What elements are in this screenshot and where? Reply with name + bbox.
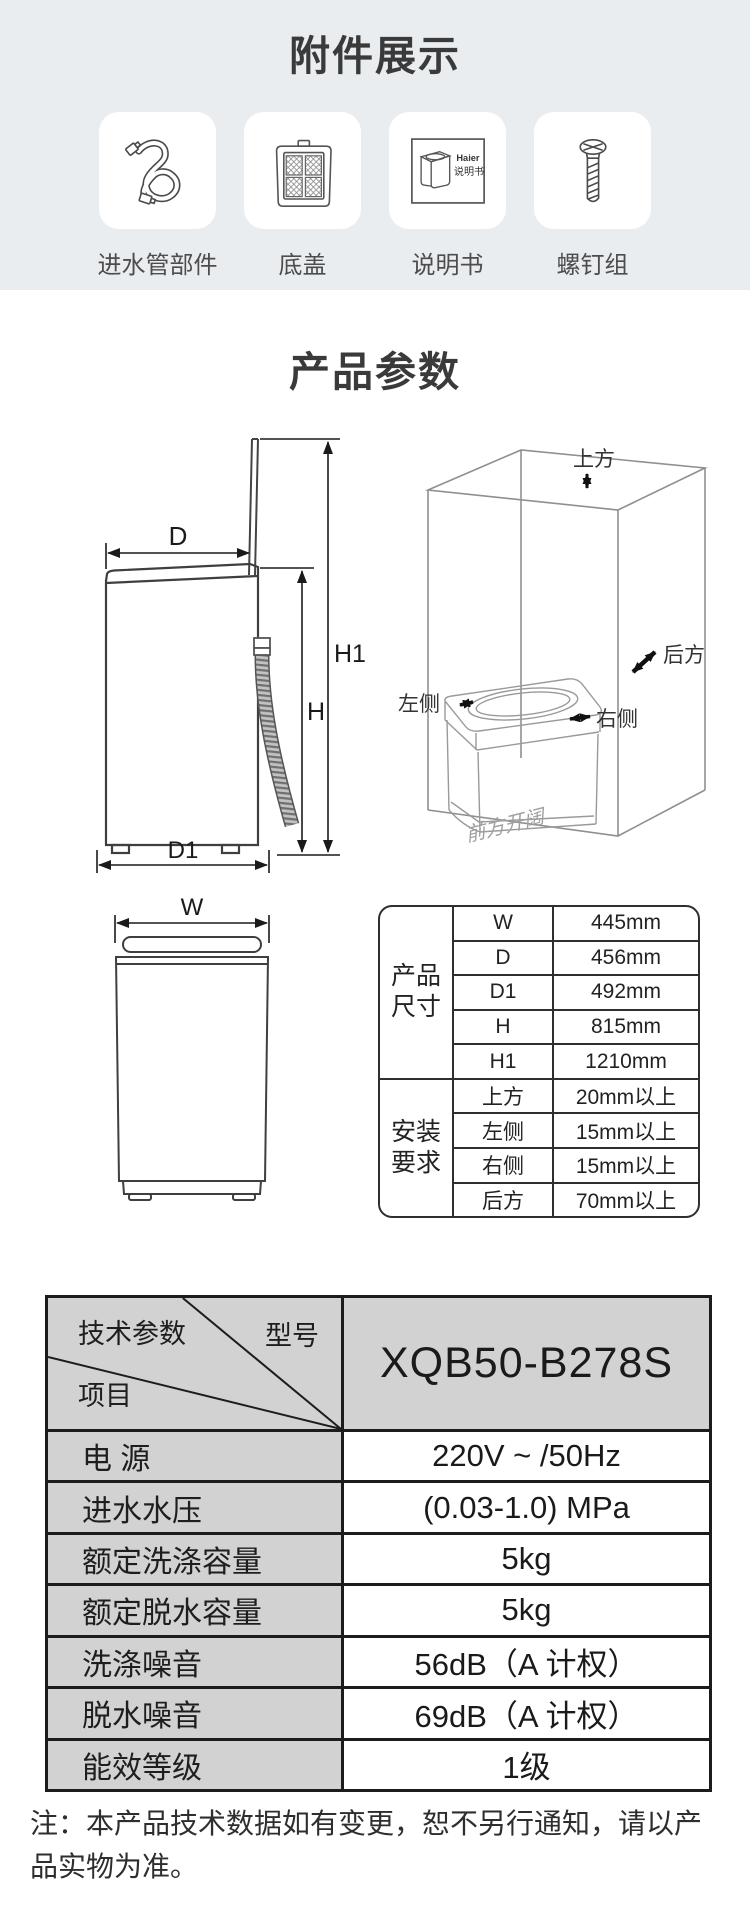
dim-label-w: W xyxy=(181,894,204,921)
dim-label-h: H xyxy=(307,698,325,726)
dimensions-table-rows: W 445mm D 456mm D1 492mm H 815mm H1 1210… xyxy=(452,907,698,1216)
accessory-card xyxy=(534,112,651,229)
table-row: 电 源 220V ~ /50Hz xyxy=(48,1432,709,1484)
accessory-label: 螺钉组 xyxy=(556,252,629,279)
dims-key: H1 xyxy=(454,1045,554,1078)
table-row: 左侧 15mm以上 xyxy=(454,1114,698,1149)
corner-label-model: 型号 xyxy=(265,1321,319,1351)
spec-label: 电 源 xyxy=(48,1432,344,1481)
table-row: 额定洗涤容量 5kg xyxy=(48,1534,709,1587)
clearance-label-left: 左侧 xyxy=(398,693,440,716)
dims-value: 70mm以上 xyxy=(575,1189,677,1213)
table-row: 洗涤噪音 56dB（A 计权） xyxy=(48,1637,709,1690)
clearance-label-back: 后方 xyxy=(663,644,705,667)
dim-label-h1: H1 xyxy=(334,640,366,668)
accessory-item-bottom-cover: 底盖 xyxy=(244,112,361,280)
manual-icon: Haier 说明书 xyxy=(410,137,485,204)
corner-diagonal-lines xyxy=(48,1298,341,1429)
accessory-item-manual: Haier 说明书 说明书 xyxy=(389,112,506,280)
clearance-3d-diagram: 上方 后方 左侧 右侧 前方开阔 xyxy=(398,448,708,847)
dims-value: 815mm xyxy=(590,1014,662,1038)
manual-brand-text: Haier xyxy=(456,152,480,162)
accessory-card xyxy=(244,112,361,229)
spec-table-header: 技术参数 型号 项目 XQB50-B278S xyxy=(48,1298,709,1432)
clearance-label-front: 前方开阔 xyxy=(467,804,546,847)
manual-doc-text: 说明书 xyxy=(453,165,483,178)
dims-key: W xyxy=(454,907,554,940)
accessory-card xyxy=(99,112,216,229)
parameters-title: 产品参数 xyxy=(289,349,461,395)
spec-value: 5kg xyxy=(501,1592,552,1628)
table-row: W 445mm xyxy=(454,907,698,942)
dim-label-d: D xyxy=(169,521,188,551)
clearance-label-right: 右侧 xyxy=(596,708,638,731)
dims-key: D1 xyxy=(454,976,554,1009)
footnote: 注：本产品技术数据如有变更，恕不另行通知，请以产品实物为准。 xyxy=(30,1808,703,1883)
dims-key: 上方 xyxy=(454,1079,554,1113)
spec-value: 56dB（A 计权） xyxy=(414,1647,639,1683)
side-view-diagram: D H1 H D1 xyxy=(96,438,366,873)
table-row: 能效等级 1级 xyxy=(48,1740,709,1789)
dims-value: 15mm以上 xyxy=(575,1120,677,1144)
dims-value: 20mm以上 xyxy=(575,1086,677,1110)
dims-group-install-req: 安装 要求 xyxy=(390,1117,441,1177)
table-row: 进水水压 (0.03-1.0) MPa xyxy=(48,1483,709,1535)
front-view-diagram: W xyxy=(114,894,270,1201)
dims-key: D xyxy=(454,941,554,975)
spec-label: 能效等级 xyxy=(48,1740,344,1789)
table-row: 右侧 15mm以上 xyxy=(454,1148,698,1184)
accessories-section: 附件展示 xyxy=(0,0,750,290)
table-row: D 456mm xyxy=(454,941,698,977)
dims-key: 左侧 xyxy=(454,1114,554,1147)
spec-label: 脱水噪音 xyxy=(48,1689,344,1738)
inlet-hose-icon xyxy=(124,139,180,205)
table-row: 后方 70mm以上 xyxy=(454,1183,698,1216)
accessories-card-row: 进水管部件 xyxy=(0,112,750,280)
spec-value: 220V ~ /50Hz xyxy=(432,1438,621,1474)
dims-key: 右侧 xyxy=(454,1148,554,1182)
dims-group-product-size: 产品 尺寸 xyxy=(380,907,452,1080)
accessory-label: 说明书 xyxy=(411,252,484,279)
spec-value: (0.03-1.0) MPa xyxy=(423,1489,630,1525)
table-row: H1 1210mm xyxy=(454,1045,698,1080)
accessory-label: 底盖 xyxy=(278,252,327,279)
dimensions-table-groups: 产品 尺寸 安装 要求 xyxy=(380,907,452,1216)
bottom-cover-icon xyxy=(275,139,332,207)
accessory-label: 进水管部件 xyxy=(97,252,218,279)
dims-value: 1210mm xyxy=(585,1049,667,1073)
spec-label: 额定洗涤容量 xyxy=(48,1534,344,1584)
corner-label-item: 项目 xyxy=(78,1381,132,1411)
table-row: 脱水噪音 69dB（A 计权） xyxy=(48,1689,709,1741)
dims-value: 456mm xyxy=(590,945,662,969)
table-row: H 815mm xyxy=(454,1010,698,1046)
dimensions-table: 产品 尺寸 安装 要求 W 445mm D 456mm D1 492mm H 8… xyxy=(378,905,700,1218)
accessory-item-inlet-hose: 进水管部件 xyxy=(97,112,218,280)
dims-key: 后方 xyxy=(454,1183,554,1216)
spec-table: 技术参数 型号 项目 XQB50-B278S 电 源 220V ~ /50Hz … xyxy=(45,1295,712,1792)
accessories-title: 附件展示 xyxy=(289,33,461,79)
table-row: 上方 20mm以上 xyxy=(454,1079,698,1115)
dims-key: H xyxy=(454,1010,554,1044)
accessory-card: Haier 说明书 xyxy=(389,112,506,229)
table-row: 额定脱水容量 5kg xyxy=(48,1586,709,1638)
spec-label: 洗涤噪音 xyxy=(48,1637,344,1687)
dims-value: 15mm以上 xyxy=(575,1155,677,1179)
spec-label: 进水水压 xyxy=(48,1483,344,1532)
spec-value: 5kg xyxy=(501,1541,552,1577)
dims-value: 492mm xyxy=(590,980,662,1004)
corner-label-tech-params: 技术参数 xyxy=(78,1319,186,1349)
table-row: D1 492mm xyxy=(454,976,698,1011)
model-number: XQB50-B278S xyxy=(344,1298,709,1429)
accessory-item-screws: 螺钉组 xyxy=(534,112,651,280)
spec-label: 额定脱水容量 xyxy=(48,1586,344,1635)
spec-value: 69dB（A 计权） xyxy=(414,1698,639,1734)
clearance-label-top: 上方 xyxy=(573,448,615,471)
spec-value: 1级 xyxy=(502,1750,551,1786)
dims-value: 445mm xyxy=(590,911,662,935)
screw-icon xyxy=(578,138,607,202)
dim-label-d1: D1 xyxy=(168,837,199,864)
spec-corner-cell: 技术参数 型号 项目 xyxy=(48,1298,344,1429)
